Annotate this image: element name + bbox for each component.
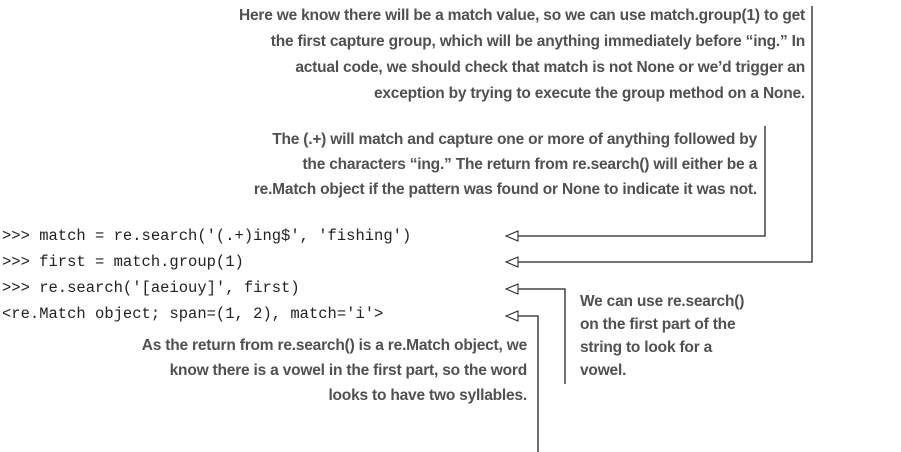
code-block: >>> match = re.search('(.+)ing$', 'fishi… — [2, 223, 411, 327]
note-line: actual code, we should check that match … — [295, 59, 805, 76]
code-line: <re.Match object; span=(1, 2), match='i'… — [2, 305, 384, 323]
pattern-note: The (.+) will match and capture one or m… — [37, 127, 757, 202]
arrow-icon — [504, 230, 519, 242]
note-line: know there is a vowel in the first part,… — [169, 362, 528, 379]
arrow-icon — [504, 256, 519, 268]
note-line: vowel. — [580, 362, 627, 379]
callout-line-result — [518, 315, 539, 452]
code-line: >>> match = re.search('(.+)ing$', 'fishi… — [2, 227, 412, 245]
note-line: exception by trying to execute the group… — [373, 85, 805, 102]
result-note: As the return from re.search() is a re.M… — [7, 333, 527, 408]
arrow-icon — [504, 283, 519, 295]
note-line: re.Match object if the pattern was found… — [253, 181, 757, 198]
vowel-note: We can use re.search() on the first part… — [580, 290, 744, 382]
group-note: Here we know there will be a match value… — [85, 3, 805, 107]
note-line: looks to have two syllables. — [328, 387, 527, 404]
note-line: Here we know there will be a match value… — [238, 7, 805, 24]
code-line: >>> re.search('[aeiouy]', first) — [2, 279, 300, 297]
note-line: The (.+) will match and capture one or m… — [272, 131, 757, 148]
note-line: the first capture group, which will be a… — [270, 33, 805, 50]
note-line: on the first part of the — [580, 316, 736, 333]
code-line: >>> first = match.group(1) — [2, 253, 244, 271]
note-line: We can use re.search() — [580, 293, 745, 310]
callout-line-group — [518, 6, 813, 263]
note-line: string to look for a — [580, 339, 713, 356]
callout-line-vowel — [518, 288, 566, 384]
note-line: As the return from re.search() is a re.M… — [141, 337, 527, 354]
note-line: the characters “ing.” The return from re… — [302, 156, 757, 173]
arrow-icon — [504, 310, 519, 322]
callout-line-pattern — [518, 126, 766, 237]
